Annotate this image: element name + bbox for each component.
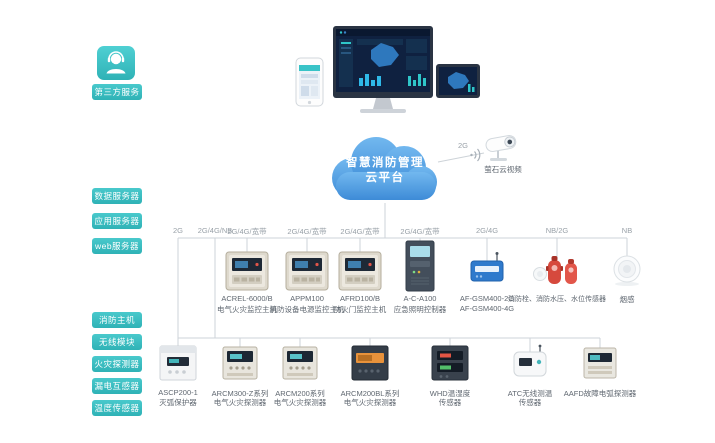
tablet (436, 64, 480, 98)
device-desc: 应急照明控制器 (393, 305, 447, 314)
hydrant-sensors-icon (533, 256, 577, 284)
arcm200-meter-icon (282, 346, 318, 380)
tag-third-party-service: 第三方服务 (92, 84, 142, 100)
ascp-device-icon (159, 345, 197, 381)
smartphone (295, 57, 324, 107)
device-name: ASCP200-1 (158, 388, 198, 397)
device-desc: 传感器 (438, 398, 462, 407)
tag-temp-sensor: 温度传感器 (92, 400, 142, 416)
ezviz-label: 萤石云视频 (484, 165, 522, 174)
aafd-device-icon (583, 347, 617, 379)
wifi-signal-icon (470, 148, 481, 162)
device-name: ARCM200系列 (275, 389, 325, 398)
device-name: APPM100 (290, 294, 324, 303)
device-desc: 电气火灾探测器 (273, 398, 327, 407)
device-name: ARCM300-Z系列 (211, 389, 269, 398)
device-desc: AF-GSM400-4G (459, 304, 515, 313)
cloud-shape (332, 137, 437, 200)
device-desc: 电气火灾探测器 (343, 398, 397, 407)
device-name: ARCM200BL系列 (340, 389, 400, 398)
network-label: NB/2G (545, 226, 569, 235)
device-name: 消防栓、消防水压、水位传感器 (508, 296, 606, 303)
network-label: 2G/4G/宽带 (287, 227, 327, 236)
cloud-title-line2: 云平台 (365, 172, 405, 184)
monitor (333, 26, 433, 113)
device-name: 烟感 (619, 295, 635, 304)
device-desc: 消防设备电源监控主机 (269, 305, 345, 314)
acrel6000-host-icon (225, 251, 269, 291)
afrd100-host-icon (338, 251, 382, 291)
device-desc: 灭弧保护器 (159, 398, 197, 407)
ezviz-camera-icon (485, 135, 517, 161)
device-name: AF-GSM400-2G (459, 294, 515, 303)
network-label: 2G/4G/宽带 (400, 227, 440, 236)
network-label: 2G/4G (475, 226, 499, 235)
network-label: 2G/4G/NB (197, 226, 233, 235)
device-name: ACREL-6000/B (221, 294, 273, 303)
network-label: 2G/4G/宽带 (340, 227, 380, 236)
atc-sensor-icon (513, 344, 547, 377)
operator-icon (97, 46, 135, 80)
emergency-lighting-cabinet-icon (405, 240, 435, 292)
tag-web-server: web服务器 (92, 238, 142, 254)
device-desc: 电气火灾探测器 (213, 398, 267, 407)
device-desc: 电气火灾监控主机 (217, 305, 277, 314)
network-label: NB (621, 226, 633, 235)
device-desc: 防火门监控主机 (333, 305, 387, 314)
device-desc: 传感器 (518, 398, 542, 407)
tag-fire-host: 消防主机 (92, 312, 142, 328)
appm100-host-icon (285, 251, 329, 291)
arcm300-meter-icon (222, 346, 258, 380)
network-label: 2G/4G/宽带 (227, 227, 267, 236)
device-name: A-C-A100 (403, 294, 437, 303)
arcm200bl-meter-icon (351, 345, 389, 381)
cloud-title-line1: 智慧消防管理 (346, 157, 424, 169)
network-label: 2G (172, 226, 184, 235)
device-name: AAFD故障电弧探测器 (563, 389, 637, 398)
device-name: AFRD100/B (339, 294, 381, 303)
gsm-module-icon (470, 252, 504, 282)
whd-sensor-icon (431, 345, 469, 381)
connection-wires (177, 152, 628, 352)
tag-data-server: 数据服务器 (92, 188, 142, 204)
ezviz-network-label: 2G (457, 141, 469, 150)
tag-fire-detector: 火灾探测器 (92, 356, 142, 372)
tag-app-server: 应用服务器 (92, 213, 142, 229)
device-name: WHD温湿度 (429, 389, 471, 398)
tag-wireless-module: 无线模块 (92, 334, 142, 350)
device-name: ATC无线测温 (507, 389, 553, 398)
smoke-detector-icon (613, 255, 641, 286)
tag-leakage-ct: 漏电互感器 (92, 378, 142, 394)
